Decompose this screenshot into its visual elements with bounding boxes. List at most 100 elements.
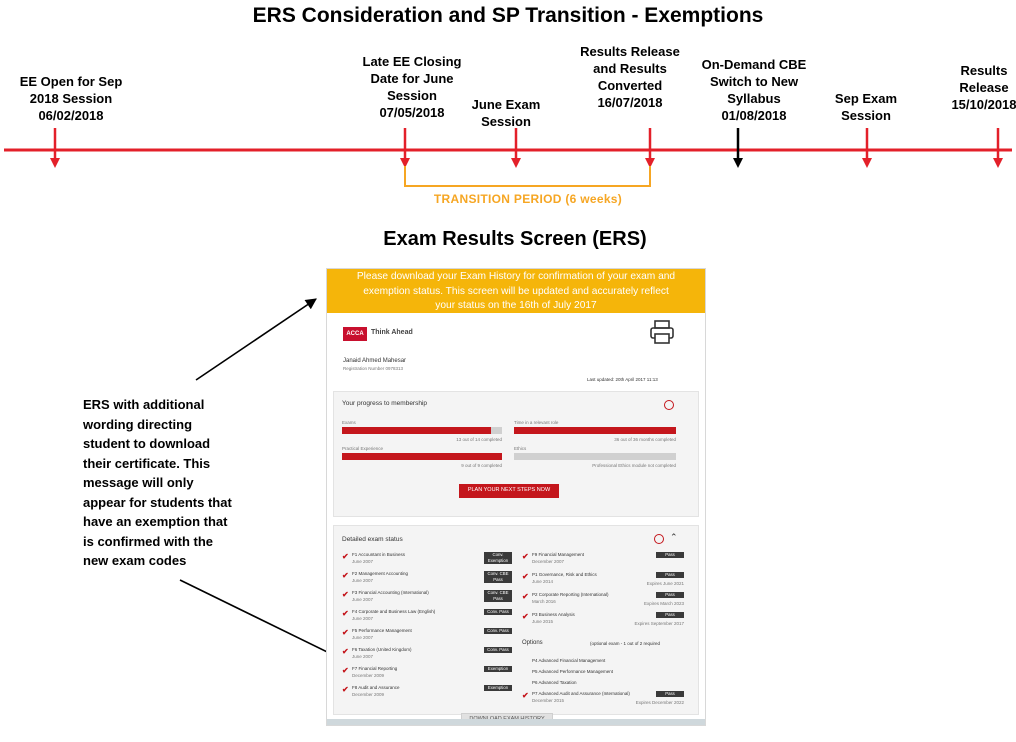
detail-title: Detailed exam status [342, 536, 403, 543]
registration-number: Registration Number 0978313 [343, 366, 404, 371]
exam-status-badge: Conv. CBE Pass [484, 590, 512, 602]
student-name: Janaid Ahmed Mahesar [343, 358, 407, 364]
check-icon: ✔ [522, 552, 529, 561]
exam-status-badge: Pass [656, 691, 684, 697]
check-icon: ✔ [342, 666, 349, 675]
progress-panel: Your progress to membership Exams 13 out… [333, 391, 699, 517]
progress-bar-time [514, 427, 676, 434]
exam-status-badge: Pass [656, 572, 684, 578]
milestone-results-release-june: Results Release and Results Converted 16… [580, 44, 680, 110]
exam-name: F9 Financial Management [532, 552, 585, 557]
exam-name: F6 Taxation (United Kingdom) [352, 647, 412, 652]
progress-bar-ethics [514, 453, 676, 460]
check-icon: ✔ [342, 590, 349, 599]
chevron-up-icon[interactable]: ⌃ [670, 532, 678, 542]
exam-date: June 2007 [352, 578, 374, 583]
exam-name: P5 Advanced Performance Management [532, 669, 614, 674]
check-icon: ✔ [522, 691, 529, 700]
options-note: (optional exam - 1 out of 2 required [590, 641, 661, 646]
progress-title: Your progress to membership [342, 400, 428, 407]
timeline-marker [400, 128, 410, 168]
annotation-text: ERS with additional wording directing st… [83, 397, 232, 568]
progress-status-time: 36 out of 36 months completed [614, 437, 676, 442]
milestone-june-exam: June Exam Session [471, 97, 541, 129]
ers-screenshot: Please download your Exam History for co… [326, 268, 706, 726]
exam-name: P3 Business Analysis [532, 612, 575, 617]
exam-status-badge: Conv. Pass [484, 628, 512, 634]
exam-date: June 2015 [532, 619, 554, 624]
exam-status-badge: Conv. Exemption [484, 552, 512, 564]
milestone-ee-open: EE Open for Sep 2018 Session 06/02/2018 [19, 74, 123, 123]
progress-status-practical: 9 out of 9 completed [461, 463, 502, 468]
exam-name: P2 Corporate Reporting (International) [532, 592, 609, 597]
exam-date: June 2007 [352, 635, 374, 640]
exam-date: March 2016 [532, 599, 556, 604]
exam-row: ✔F3 Financial Accounting (International)… [342, 590, 512, 606]
ers-download-banner: Please download your Exam History for co… [327, 269, 705, 313]
timeline-marker [733, 128, 743, 168]
transition-bracket [404, 166, 651, 187]
exam-date: December 2015 [532, 698, 565, 703]
exam-status-badge: Conv. Pass [484, 647, 512, 653]
exam-expiry: Expires December 2022 [635, 700, 684, 705]
ers-page: ACCA Think Ahead Janaid Ahmed Mahesar Re… [327, 313, 705, 725]
options-label: Options [522, 640, 543, 646]
plan-next-steps-button[interactable]: PLAN YOUR NEXT STEPS NOW [459, 484, 559, 498]
timeline-marker [993, 128, 1003, 168]
progress-fill-practical [342, 453, 502, 460]
exam-status-badge: Conv. Pass [484, 609, 512, 615]
exam-date: June 2014 [532, 579, 554, 584]
progress-fill-time [514, 427, 676, 434]
info-icon[interactable] [654, 534, 664, 544]
exam-date: December 2009 [352, 673, 385, 678]
info-icon[interactable] [664, 400, 674, 410]
acca-logo: ACCA [343, 327, 367, 341]
check-icon: ✔ [522, 592, 529, 601]
printer-icon[interactable] [649, 319, 675, 345]
exam-row: P4 Advanced Financial Management [522, 658, 692, 674]
page-title: ERS Consideration and SP Transition - Ex… [252, 4, 764, 27]
timeline-markers [50, 128, 1003, 168]
exam-row: P6 Advanced Taxation [522, 680, 692, 696]
milestone-results-release-sep: Results Release 15/10/2018 [951, 63, 1016, 112]
progress-label-exams: Exams [342, 420, 356, 425]
exam-name: P6 Advanced Taxation [532, 680, 577, 685]
exam-name: F2 Management Accounting [352, 571, 409, 576]
transition-period-label: TRANSITION PERIOD (6 weeks) [433, 192, 623, 206]
exam-status-badge: Pass [656, 612, 684, 618]
exam-name: P4 Advanced Financial Management [532, 658, 606, 663]
check-icon: ✔ [342, 628, 349, 637]
exam-expiry: Expires March 2023 [643, 601, 684, 606]
progress-label-practical: Practical Experience [342, 446, 384, 451]
tagline: Think Ahead [371, 329, 413, 336]
check-icon: ✔ [342, 552, 349, 561]
detailed-exam-panel: Detailed exam status ⌃ Options (optional… [333, 525, 699, 715]
exam-name: P1 Governance, Risk and Ethics [532, 572, 597, 577]
exam-row: ✔F4 Corporate and Business Law (English)… [342, 609, 512, 625]
progress-bar-exams [342, 427, 502, 434]
exam-row: ✔P2 Corporate Reporting (International) M… [522, 592, 692, 608]
timeline-marker [645, 128, 655, 168]
exam-name: F4 Corporate and Business Law (English) [352, 609, 436, 614]
progress-label-time: Time in a relevant role [514, 420, 559, 425]
exam-expiry: Expires September 2017 [634, 621, 684, 626]
exam-name: F8 Audit and Assurance [352, 685, 400, 690]
progress-status-ethics: Professional Ethics module not completed [592, 463, 676, 468]
check-icon: ✔ [342, 647, 349, 656]
timeline-marker [511, 128, 521, 168]
exam-name: F1 Accountant in Business [352, 552, 406, 557]
bottom-strip [327, 719, 705, 725]
exam-name: F7 Financial Reporting [352, 666, 398, 671]
progress-bar-practical [342, 453, 502, 460]
timeline-marker [50, 128, 60, 168]
check-icon: ✔ [342, 609, 349, 618]
exam-date: June 2007 [352, 616, 374, 621]
progress-status-exams: 13 out of 14 completed [456, 437, 502, 442]
timeline-marker [862, 128, 872, 168]
exam-status-badge: Pass [656, 552, 684, 558]
